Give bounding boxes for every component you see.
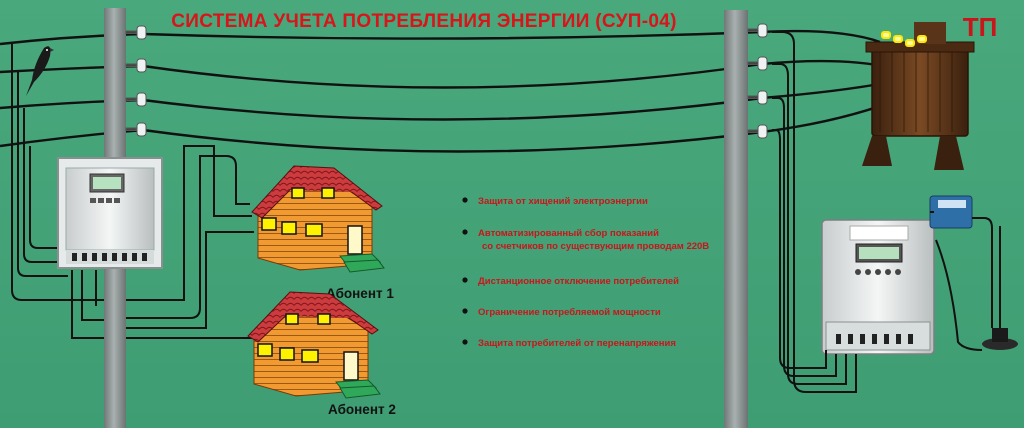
parrot-on-wire [26,46,54,96]
drop-wires-right [772,31,993,393]
feature-3-line-1: Дистанционное отключение потребителей [478,276,679,287]
electricity-meter [821,219,935,355]
house-subscriber-1 [251,165,385,273]
bullet-4 [462,308,468,314]
page-title: СИСТЕМА УЧЕТА ПОТРЕБЛЕНИЯ ЭНЕРГИИ (СУП-0… [171,11,676,32]
utility-pole-right [724,10,748,428]
feature-2-line-1: Автоматизированный сбор показаний [478,228,659,239]
feature-list: Защита от хищений электроэнергии Автомат… [462,196,709,349]
feature-3: Дистанционное отключение потребителей [478,276,679,287]
gsm-modem [929,195,973,229]
feature-2-line-2: со счетчиков по существующим проводам 22… [482,241,709,252]
subscriber-2-label: Абонент 2 [328,402,396,417]
bullet-2 [462,229,468,235]
feature-5-line-1: Защита потребителей от перенапряжения [478,338,676,349]
feature-2: Автоматизированный сбор показаний со сче… [478,228,709,252]
feature-1: Защита от хищений электроэнергии [478,196,648,207]
antenna [982,226,1018,350]
bullet-1 [462,197,468,203]
feature-1-line-1: Защита от хищений электроэнергии [478,196,648,207]
transformer [862,22,975,170]
substation-label: ТП [963,12,998,42]
overhead-power-lines [0,29,943,153]
feature-4-line-1: Ограничение потребляемой мощности [478,307,661,318]
bullet-5 [462,339,468,345]
feature-4: Ограничение потребляемой мощности [478,307,661,318]
insulators-right [747,23,768,139]
house-subscriber-2 [247,291,381,399]
feature-5: Защита потребителей от перенапряжения [478,338,676,349]
drop-wires-left [11,44,258,339]
bullet-3 [462,277,468,283]
insulators-left [125,25,147,137]
concentrator-cabinet [57,157,163,269]
subscriber-1-label: Абонент 1 [326,286,394,301]
